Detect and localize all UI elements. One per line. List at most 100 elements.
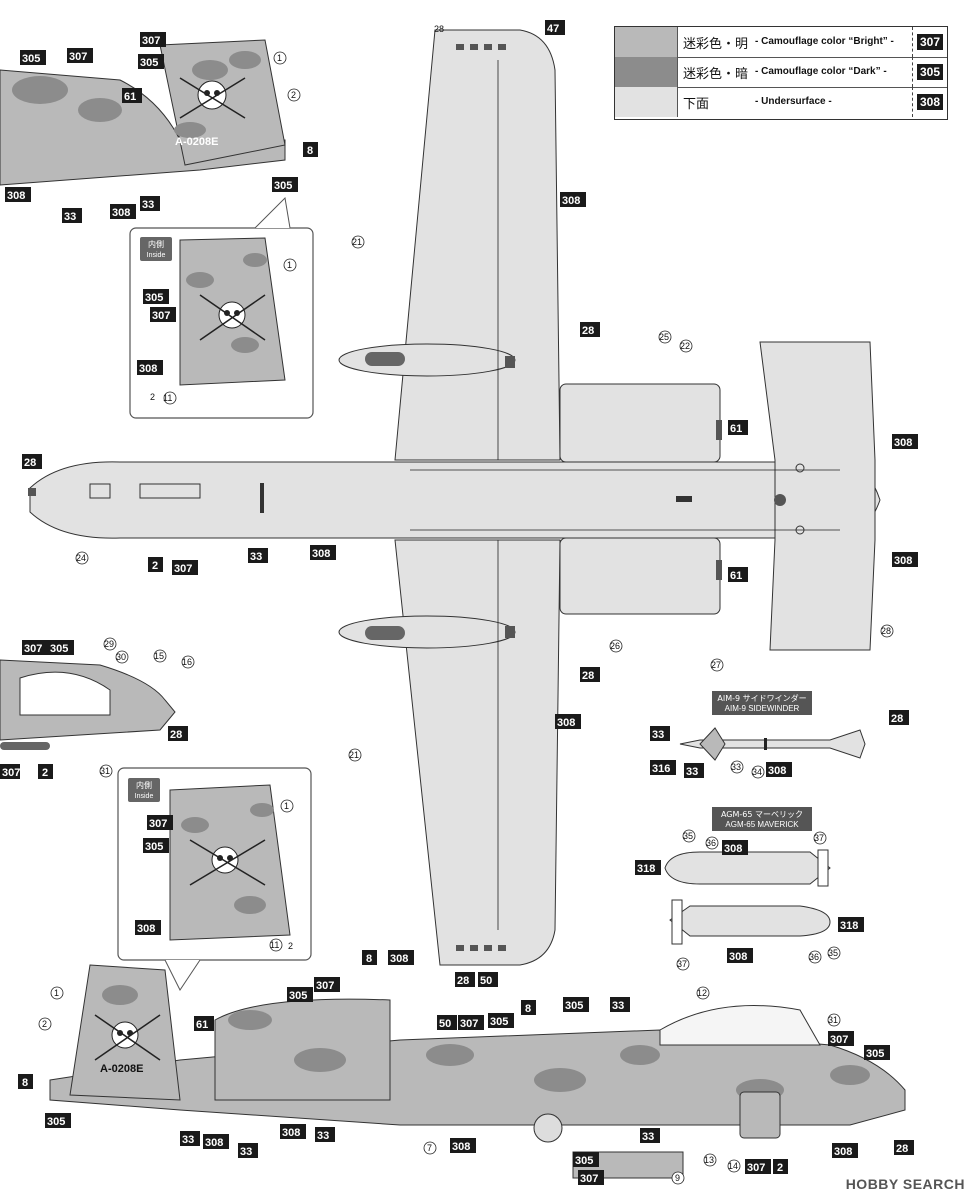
legend-bright-jp: 迷彩色・明 <box>683 37 749 52</box>
svg-text:316: 316 <box>652 763 670 775</box>
legend-under-jp: 下面 <box>683 97 710 112</box>
svg-text:308: 308 <box>894 437 912 449</box>
svg-text:308: 308 <box>137 923 155 935</box>
svg-text:28: 28 <box>582 670 594 682</box>
svg-text:33: 33 <box>182 1134 194 1146</box>
dark-swatch <box>615 57 678 87</box>
hobby-search-watermark: HOBBY SEARCH <box>845 1176 965 1192</box>
svg-text:308: 308 <box>390 953 408 965</box>
svg-text:11: 11 <box>270 940 279 950</box>
svg-text:29: 29 <box>104 639 114 649</box>
svg-text:2: 2 <box>152 560 158 572</box>
svg-text:305: 305 <box>145 841 163 853</box>
svg-text:47: 47 <box>547 23 559 35</box>
under-swatch <box>615 87 678 117</box>
svg-text:25: 25 <box>659 332 669 342</box>
legend-row-dark: 迷彩色・暗 - Camouflage color “Dark” - 305 <box>615 57 947 88</box>
svg-text:308: 308 <box>112 207 130 219</box>
svg-text:308: 308 <box>205 1137 223 1149</box>
svg-text:36: 36 <box>706 838 716 848</box>
svg-text:12: 12 <box>697 988 707 998</box>
svg-text:8: 8 <box>525 1003 531 1015</box>
agm65-label-jp: AGM-65 マーベリック <box>721 810 803 819</box>
svg-text:308: 308 <box>7 190 25 202</box>
svg-text:305: 305 <box>140 57 158 69</box>
svg-text:28: 28 <box>457 975 469 987</box>
svg-text:2: 2 <box>42 767 48 779</box>
svg-text:305: 305 <box>575 1155 593 1167</box>
svg-text:33: 33 <box>686 766 698 778</box>
svg-text:307: 307 <box>142 35 160 47</box>
svg-text:33: 33 <box>612 1000 624 1012</box>
svg-text:50: 50 <box>439 1018 451 1030</box>
svg-text:11: 11 <box>163 393 172 403</box>
svg-text:318: 318 <box>637 863 655 875</box>
svg-text:308: 308 <box>557 717 575 729</box>
svg-text:35: 35 <box>828 948 838 958</box>
svg-text:8: 8 <box>366 953 372 965</box>
svg-text:305: 305 <box>866 1048 884 1060</box>
svg-text:307: 307 <box>152 310 170 322</box>
svg-text:33: 33 <box>142 199 154 211</box>
svg-text:2: 2 <box>291 90 296 100</box>
svg-text:308: 308 <box>312 548 330 560</box>
svg-text:305: 305 <box>50 643 68 655</box>
legend-dark-code: 305 <box>916 64 943 80</box>
svg-text:305: 305 <box>490 1016 508 1028</box>
svg-text:1: 1 <box>54 988 59 998</box>
svg-text:308: 308 <box>768 765 786 777</box>
svg-text:308: 308 <box>562 195 580 207</box>
svg-text:28: 28 <box>891 713 903 725</box>
callout-codes: 47 308 28 61 308 28 308 33 2 307 61 308 … <box>0 20 918 1185</box>
svg-text:305: 305 <box>289 990 307 1002</box>
svg-text:61: 61 <box>730 570 742 582</box>
svg-text:2: 2 <box>42 1019 47 1029</box>
svg-text:28: 28 <box>24 457 36 469</box>
svg-text:28: 28 <box>881 626 891 636</box>
part-reference-numbers: 28 1 2 1 2 11 21 25 22 24 26 27 28 21 29… <box>38 24 894 1185</box>
svg-text:21: 21 <box>349 750 359 760</box>
svg-text:308: 308 <box>729 951 747 963</box>
side-view-aircraft: A-0208E <box>49 964 906 1179</box>
partial-canopy-view <box>0 659 176 750</box>
color-legend: 迷彩色・明 - Camouflage color “Bright” - 307 … <box>614 26 948 120</box>
svg-text:27: 27 <box>711 660 721 670</box>
svg-text:26: 26 <box>610 641 620 651</box>
svg-text:305: 305 <box>22 53 40 65</box>
svg-text:30: 30 <box>116 652 126 662</box>
svg-text:16: 16 <box>182 657 192 667</box>
svg-text:33: 33 <box>642 1131 654 1143</box>
svg-text:33: 33 <box>64 211 76 223</box>
svg-text:307: 307 <box>149 818 167 830</box>
inset-inside-en-2: Inside <box>135 793 154 800</box>
svg-text:31: 31 <box>828 1015 838 1025</box>
svg-text:7: 7 <box>427 1143 432 1153</box>
svg-text:33: 33 <box>240 1146 252 1158</box>
svg-text:305: 305 <box>145 292 163 304</box>
svg-text:1: 1 <box>287 260 292 270</box>
svg-text:308: 308 <box>834 1146 852 1158</box>
svg-text:50: 50 <box>480 975 492 987</box>
svg-text:31: 31 <box>100 766 110 776</box>
tail-serial-top: A-0208E <box>175 136 218 148</box>
svg-text:318: 318 <box>840 920 858 932</box>
svg-text:307: 307 <box>2 767 20 779</box>
legend-dark-jp: 迷彩色・暗 <box>683 67 749 82</box>
svg-text:28: 28 <box>582 325 594 337</box>
svg-text:13: 13 <box>704 1155 714 1165</box>
svg-text:24: 24 <box>76 553 86 563</box>
svg-text:305: 305 <box>274 180 292 192</box>
svg-text:307: 307 <box>174 563 192 575</box>
svg-text:1: 1 <box>277 53 282 63</box>
legend-under-en: - Undersurface - <box>755 96 832 107</box>
svg-text:308: 308 <box>282 1127 300 1139</box>
aim9-label-jp: AIM-9 サイドワインダー <box>717 693 806 703</box>
agm65-label-en: AGM-65 MAVERICK <box>725 820 799 829</box>
svg-text:307: 307 <box>830 1034 848 1046</box>
svg-text:61: 61 <box>124 91 136 103</box>
legend-row-under: 下面 - Undersurface - 308 <box>615 87 947 117</box>
svg-text:33: 33 <box>652 729 664 741</box>
svg-text:308: 308 <box>894 555 912 567</box>
svg-text:28: 28 <box>170 729 182 741</box>
